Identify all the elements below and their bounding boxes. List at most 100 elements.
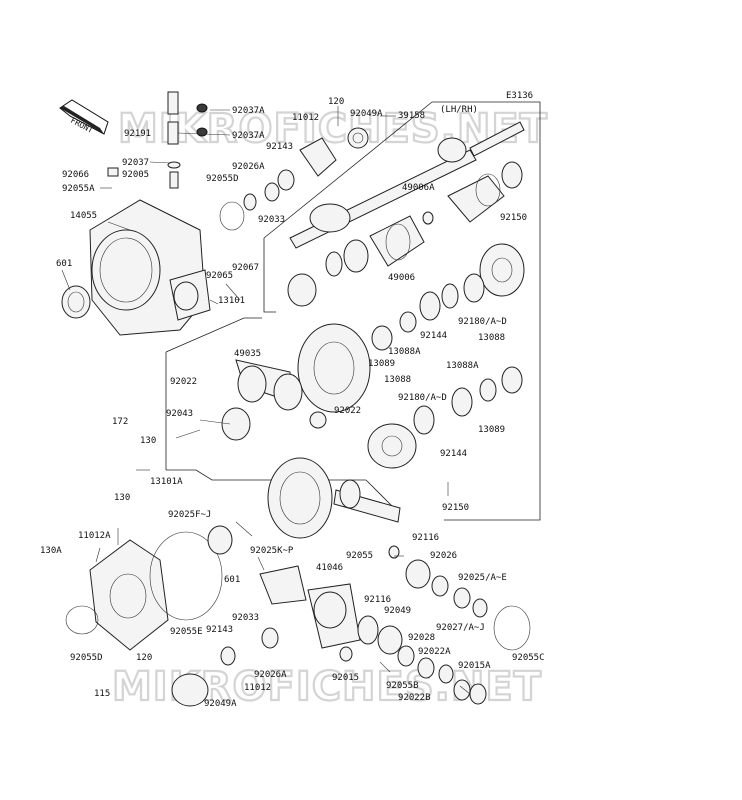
callout: 92015A: [458, 661, 491, 671]
callout: 92065: [206, 271, 233, 281]
callout: 13088: [478, 333, 505, 343]
callout: 92022A: [418, 647, 451, 657]
callout: 92022: [170, 377, 197, 387]
callout: 130A: [40, 546, 62, 556]
callout: 92067: [232, 263, 259, 273]
callout: 92037: [122, 158, 149, 168]
callout: 92022: [334, 406, 361, 416]
ring-gear: [267, 457, 333, 539]
callout: 92005: [122, 170, 149, 180]
callout: 92143: [266, 142, 293, 152]
callout: 14055: [70, 211, 97, 221]
callout: 92191: [124, 129, 151, 139]
pinion-gear: [333, 479, 401, 523]
callout: 92150: [500, 213, 527, 223]
callout: 13088A: [388, 347, 421, 357]
dowel-pins: [167, 91, 181, 189]
lower-left-rings: [171, 627, 353, 707]
callout: 92116: [364, 595, 391, 605]
callout: 601: [56, 259, 72, 269]
callout: 49006A: [402, 183, 435, 193]
side-note: (LH/RH): [440, 105, 478, 115]
gear-case-housing: [89, 199, 211, 336]
callout: 92026A: [232, 162, 265, 172]
callout: 92037A: [232, 106, 265, 116]
callout: 92033: [232, 613, 259, 623]
callout: 601: [224, 575, 240, 585]
callout: 13101A: [150, 477, 183, 487]
callout: 172: [112, 417, 128, 427]
callout: 130: [114, 493, 130, 503]
callout: 13088A: [446, 361, 479, 371]
oring-92055D: [65, 605, 99, 635]
callout: 130: [140, 436, 156, 446]
oring-92055C: [493, 605, 531, 651]
pinion-housing-41046: [259, 565, 361, 649]
callout: 92055C: [512, 653, 545, 663]
ring-parts-shaft: [287, 161, 523, 307]
callout: 39158: [398, 111, 425, 121]
drive-shaft-assembly: [289, 121, 525, 249]
bolt-92066: [107, 167, 119, 177]
callout: 49035: [234, 349, 261, 359]
callout: 92049: [384, 606, 411, 616]
callout: 11012A: [78, 531, 111, 541]
front-arrow-icon: FRONT: [59, 99, 109, 135]
axle-shaft-group-box: [263, 101, 541, 521]
callout: 92143: [206, 625, 233, 635]
callout: 92025K~P: [250, 546, 294, 556]
callout: 92049A: [204, 699, 237, 709]
callout: 92028: [408, 633, 435, 643]
callout: 92116: [412, 533, 439, 543]
clutch-plates: [413, 273, 523, 435]
callout: 92025F~J: [168, 510, 211, 520]
bearing-601-top: [61, 285, 91, 319]
callout: 92027/A~J: [436, 623, 485, 633]
callout: 92049A: [350, 109, 383, 119]
callout: 11012: [292, 113, 319, 123]
callout: 92055B: [386, 681, 419, 691]
leader-lines: [61, 106, 471, 695]
callout: 92150: [442, 503, 469, 513]
callout: 92144: [420, 331, 447, 341]
callout: 92055D: [206, 174, 239, 184]
callout: 92055E: [170, 627, 203, 637]
callout: 92180/A~D: [398, 393, 447, 403]
part-callouts: 92037A 92191 92037A 92037 92005 92066 92…: [40, 97, 545, 709]
callout: 92043: [166, 409, 193, 419]
oil-seal-39158: [347, 127, 369, 149]
flange-lower: [367, 423, 417, 469]
callout: 92066: [62, 170, 89, 180]
callout: 120: [136, 653, 152, 663]
callout: 11012: [244, 683, 271, 693]
callout: 92055: [346, 551, 373, 561]
callout: 49006: [388, 273, 415, 283]
callout: 92022B: [398, 693, 431, 703]
rings-92143-92026A: [219, 169, 295, 231]
callout: 92033: [258, 215, 285, 225]
callout: 13089: [478, 425, 505, 435]
callout: 92026: [430, 551, 457, 561]
bearing-housing-11012: [299, 137, 337, 177]
rear-cover-11012A: [89, 525, 233, 651]
callout: 92025/A~E: [458, 573, 507, 583]
differential-case: [221, 311, 417, 441]
boot-49006: [369, 215, 425, 267]
callout: 13088: [384, 375, 411, 385]
callout: 92180/A~D: [458, 317, 507, 327]
callout: 13101: [218, 296, 245, 306]
callout: 13089: [368, 359, 395, 369]
callout: 120: [328, 97, 344, 107]
flange-92150: [479, 243, 525, 297]
callout: 92055A: [62, 184, 95, 194]
callout: 41046: [316, 563, 343, 573]
callout: 92055D: [70, 653, 103, 663]
callout: 92015: [332, 673, 359, 683]
ref-code: E3136: [506, 91, 533, 101]
lower-bearings: [357, 545, 488, 705]
callout: 92144: [440, 449, 467, 459]
boot-49006A: [447, 173, 505, 223]
callout: 92026A: [254, 670, 287, 680]
callout: 92037A: [232, 131, 265, 141]
